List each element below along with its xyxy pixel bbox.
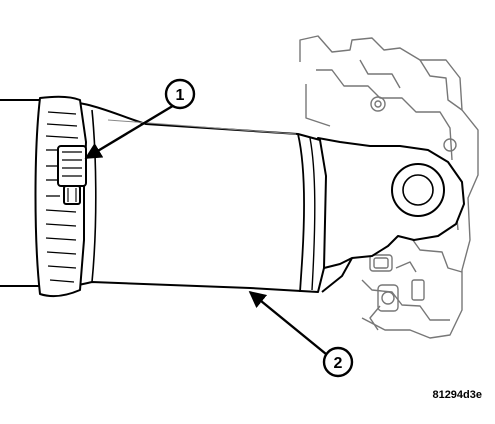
callout-2: 2 — [248, 290, 354, 378]
dust-boot — [43, 99, 327, 293]
callout-1-circle — [164, 78, 196, 110]
hose-clamp — [34, 95, 87, 298]
yoke-flange — [317, 137, 465, 293]
callout-2-leader — [248, 290, 327, 355]
housing-background — [299, 35, 479, 339]
figure-id-code: 81294d3e — [432, 389, 482, 401]
callout-2-circle — [322, 346, 354, 378]
callout-1: 1 — [84, 78, 196, 160]
callout-2-label: 2 — [334, 355, 343, 372]
callout-1-label: 1 — [176, 87, 185, 104]
callout-1-leader — [84, 102, 177, 160]
